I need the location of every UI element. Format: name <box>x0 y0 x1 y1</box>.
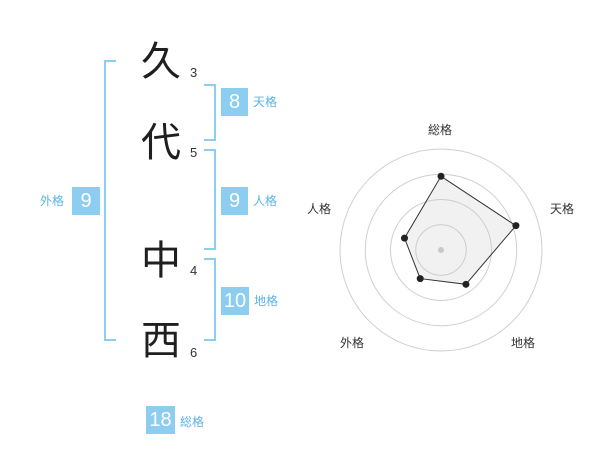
radar-axis-label-tenkaku: 天格 <box>550 202 575 216</box>
radar-ring <box>339 148 543 352</box>
gaikaku-bracket <box>104 60 116 341</box>
radar-axis-label-soukaku: 総格 <box>428 123 453 137</box>
name-char-1: 久 <box>141 39 181 85</box>
gaikaku-value: 9 <box>72 187 100 215</box>
soukaku-value: 18 <box>146 406 175 434</box>
tenkaku-bracket <box>204 84 216 141</box>
stroke-count-4: 6 <box>190 345 198 360</box>
chikaku-value: 10 <box>221 287 249 315</box>
soukaku-label: 総格 <box>180 415 205 429</box>
stroke-count-1: 3 <box>190 65 198 80</box>
name-char-2: 代 <box>141 120 181 166</box>
gaikaku-label: 外格 <box>40 194 65 208</box>
radar-axis-label-gaikaku: 外格 <box>340 336 365 350</box>
radar-ring <box>415 224 467 276</box>
jinkaku-label: 人格 <box>253 194 278 208</box>
tenkaku-value: 8 <box>221 88 248 116</box>
radar-point-4 <box>416 275 424 283</box>
jinkaku-bracket <box>204 149 216 250</box>
jinkaku-value: 9 <box>221 187 248 215</box>
radar-center <box>438 247 444 253</box>
radar-point-1 <box>437 172 445 180</box>
tenkaku-label: 天格 <box>253 95 278 109</box>
name-char-4: 西 <box>141 318 181 364</box>
stroke-count-2: 5 <box>190 145 198 160</box>
radar-ring <box>390 199 492 301</box>
name-char-3: 中 <box>141 238 181 284</box>
radar-axis-label-jinkaku: 人格 <box>307 202 332 216</box>
radar-data-area <box>403 175 517 285</box>
radar-point-3 <box>462 280 470 288</box>
chikaku-label: 地格 <box>254 294 279 308</box>
radar-point-2 <box>512 222 520 230</box>
radar-axis-label-chikaku: 地格 <box>511 336 536 350</box>
radar-point-5 <box>400 234 408 242</box>
stroke-count-3: 4 <box>190 263 198 278</box>
chikaku-bracket <box>204 258 216 341</box>
